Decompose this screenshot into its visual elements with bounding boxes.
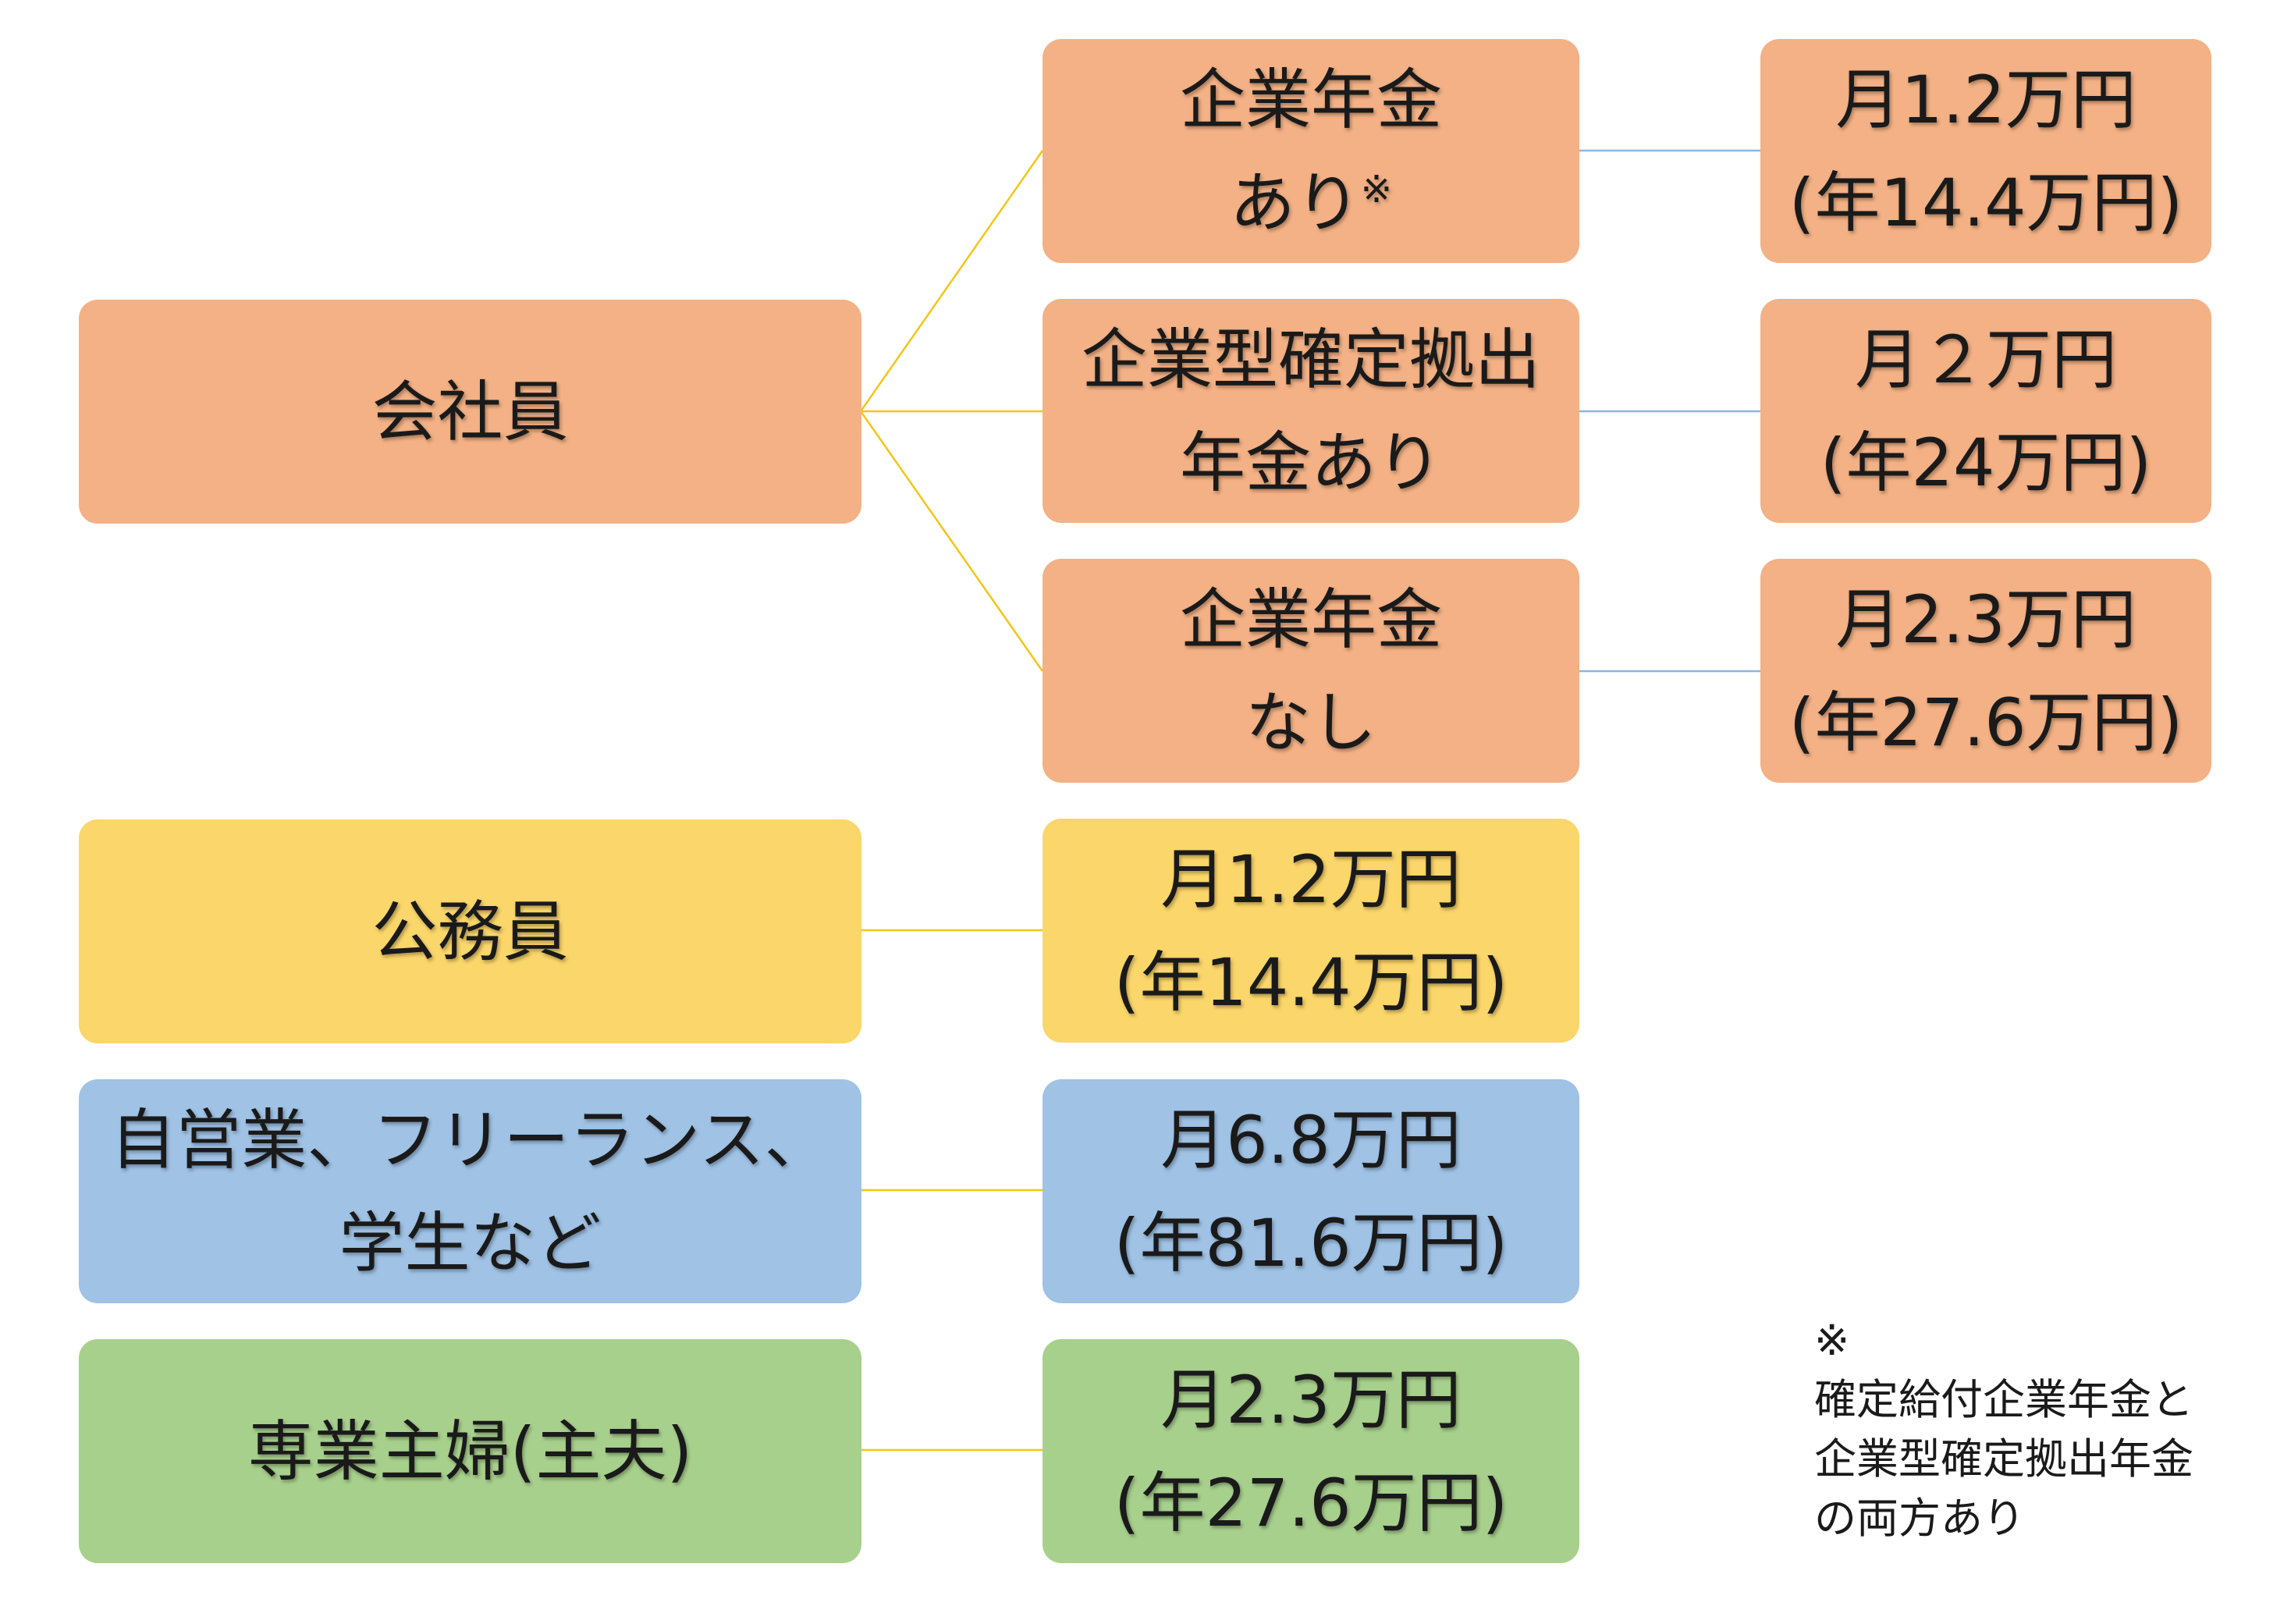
branch-label-line2: 年金あり [1179,424,1442,501]
category-label: 公務員 [371,893,569,970]
category-homemaker: 専業主婦(主夫) [79,1339,861,1563]
result-self-employed: 月6.8万円 (年81.6万円) [1042,1079,1579,1303]
result-monthly: 月2.3万円 [1835,581,2136,658]
result-monthly: 月2.3万円 [1160,1361,1462,1438]
result-yearly: (年27.6万円) [1114,1464,1508,1541]
result-monthly: 月1.2万円 [1835,61,2136,138]
footnote-mark: ※ [1814,1316,1850,1365]
category-civil-servant: 公務員 [79,819,861,1043]
branch-label-line1: 企業年金 [1179,61,1442,138]
result-civil-servant: 月1.2万円 (年14.4万円) [1042,819,1579,1043]
branch-line-3 [859,410,1044,672]
branch-label-line2-text: あり [1229,164,1361,241]
category-label-line1: 自営業、フリーランス、 [110,1101,830,1178]
result-yearly: (年81.6万円) [1114,1204,1508,1281]
category-label: 会社員 [371,373,569,450]
category-label: 専業主婦(主夫) [247,1413,693,1490]
result-monthly: 月1.2万円 [1160,840,1462,918]
result-corporate-dc: 月２万円 (年24万円) [1760,299,2211,523]
result-yearly: (年24万円) [1820,424,2152,501]
footnote: ※ 確定給付企業年金と 企業型確定拠出年金 の両方あり [1814,1311,2193,1548]
branch-with-corporate-pension: 企業年金 あり※ [1042,39,1579,263]
result-with-corporate-pension: 月1.2万円 (年14.4万円) [1760,39,2211,263]
result-yearly: (年27.6万円) [1788,684,2183,761]
branch-label-line1: 企業型確定拠出 [1081,321,1540,398]
result-no-corporate-pension: 月2.3万円 (年27.6万円) [1760,559,2211,783]
footnote-line1: 確定給付企業年金と [1814,1375,2193,1424]
branch-line-1 [859,150,1044,412]
footnote-line3: の両方あり [1814,1494,2025,1543]
result-yearly: (年14.4万円) [1788,164,2183,241]
branch-no-corporate-pension: 企業年金 なし [1042,559,1579,783]
category-self-employed: 自営業、フリーランス、 学生など [79,1079,861,1303]
branch-corporate-dc: 企業型確定拠出 年金あり [1042,299,1579,523]
result-yearly: (年14.4万円) [1114,943,1508,1021]
footnote-line2: 企業型確定拠出年金 [1814,1434,2193,1484]
footnote-mark: ※ [1360,167,1393,211]
branch-label-line1: 企業年金 [1179,581,1442,658]
branch-label-line2: なし [1245,684,1376,761]
result-monthly: 月２万円 [1854,321,2117,398]
result-monthly: 月6.8万円 [1160,1101,1462,1178]
category-label-line2: 学生など [339,1204,602,1281]
branch-label-line2: あり※ [1230,151,1392,254]
result-homemaker: 月2.3万円 (年27.6万円) [1042,1339,1579,1563]
category-company-employee: 会社員 [79,300,861,524]
